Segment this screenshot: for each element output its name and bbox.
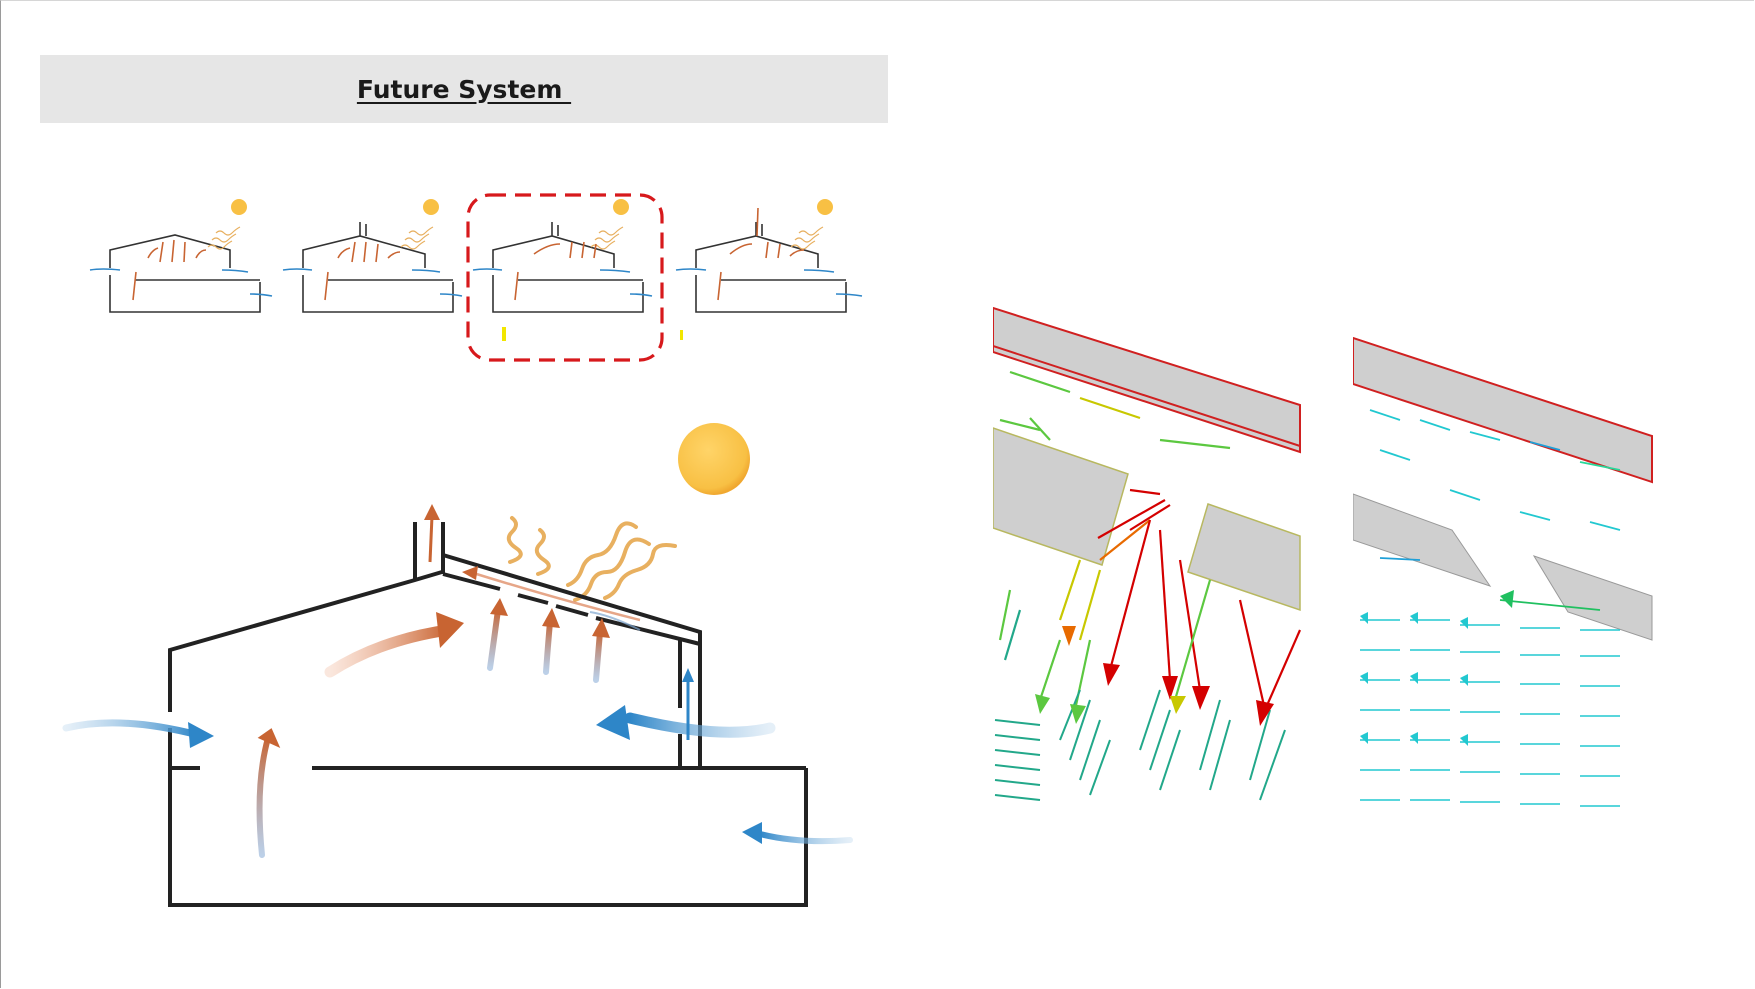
building-outline <box>695 222 819 268</box>
page-title: Future System <box>356 74 572 104</box>
building-outline <box>109 234 231 268</box>
scenario-thumbnail-3[interactable] <box>466 193 664 362</box>
sun-icon <box>817 199 833 215</box>
velocity-vectors-lower <box>994 689 1286 801</box>
building-outline <box>492 275 644 313</box>
warm-air-arrows <box>514 241 597 301</box>
cool-air-arrows <box>62 668 853 845</box>
heat-wave-icon <box>207 226 241 250</box>
sun-icon <box>678 423 750 495</box>
status-marker <box>502 327 506 341</box>
scenario-thumbnail-4[interactable] <box>675 199 863 313</box>
velocity-arrowheads <box>1360 590 1514 746</box>
heat-wave-icon <box>790 226 824 250</box>
roof-panel <box>993 306 1301 454</box>
building-outline <box>302 222 426 268</box>
roof-panel <box>1353 336 1653 484</box>
heat-wave-icon <box>400 226 434 250</box>
sun-icon <box>423 199 439 215</box>
warm-air-arrows <box>324 241 401 301</box>
warm-air-arrows <box>132 239 207 301</box>
building-outline <box>302 275 454 313</box>
cool-air-arrows <box>282 268 463 297</box>
ceiling-panel <box>1532 555 1653 641</box>
scenario-thumbnail-2[interactable] <box>282 199 463 313</box>
ceiling-panel <box>993 427 1129 566</box>
heat-wave-icon <box>506 516 677 602</box>
title-banner: Future System <box>40 55 888 123</box>
selection-highlight <box>466 193 664 362</box>
cfd-velocity-field-right <box>1353 336 1653 807</box>
main-section-diagram <box>62 423 853 907</box>
cfd-velocity-field-left <box>993 306 1301 801</box>
warm-air-arrows <box>717 207 805 301</box>
velocity-vectors <box>998 370 1301 711</box>
velocity-vectors <box>1369 409 1621 611</box>
building-outline <box>168 522 808 907</box>
warm-air-arrows <box>256 504 641 858</box>
building-outline <box>492 222 615 268</box>
cool-air-arrows <box>89 268 273 297</box>
building-outline <box>109 275 261 313</box>
cool-air-arrows <box>472 268 653 297</box>
cool-air-arrows <box>675 268 863 297</box>
velocity-arrowheads <box>1035 626 1274 726</box>
status-marker <box>680 330 683 340</box>
ceiling-panel <box>1187 503 1301 612</box>
sun-icon <box>231 199 247 215</box>
scenario-thumbnail-1[interactable] <box>89 199 273 313</box>
building-outline <box>695 275 847 313</box>
roof-panel-edge <box>993 345 1301 447</box>
velocity-vectors-lower <box>1360 619 1620 807</box>
sun-icon <box>613 199 629 215</box>
ceiling-panel <box>1353 493 1492 587</box>
heat-wave-icon <box>590 226 624 250</box>
